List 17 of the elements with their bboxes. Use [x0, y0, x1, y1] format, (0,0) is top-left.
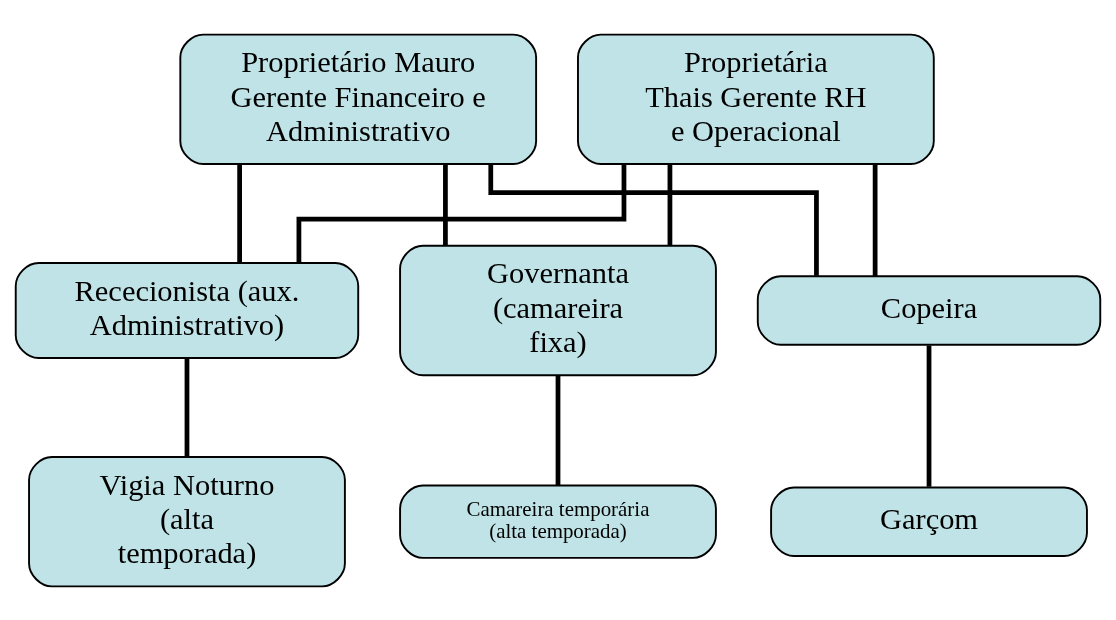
connector — [237, 163, 242, 263]
connector — [926, 344, 932, 487]
connector — [443, 163, 448, 245]
node-box: Vigia Noturno (alta temporada) — [28, 455, 346, 587]
connector — [488, 163, 819, 276]
node-box: Camareira temporária (alta temporada) — [399, 484, 717, 559]
node-box: Governanta (camareira fixa) — [399, 244, 717, 376]
connector — [872, 163, 878, 276]
connector — [555, 375, 561, 485]
connector — [184, 357, 190, 456]
node-box: Proprietário Mauro Gerente Financeiro e Administrativo — [179, 33, 538, 165]
node-box: Rececionista (aux. Administrativo) — [14, 261, 360, 359]
connector — [296, 163, 627, 263]
node-box: Garçom — [770, 486, 1088, 557]
node-box: Copeira — [756, 274, 1102, 346]
node-box: Proprietária Thais Gerente RH e Operacional — [577, 33, 935, 165]
connector — [667, 163, 673, 245]
